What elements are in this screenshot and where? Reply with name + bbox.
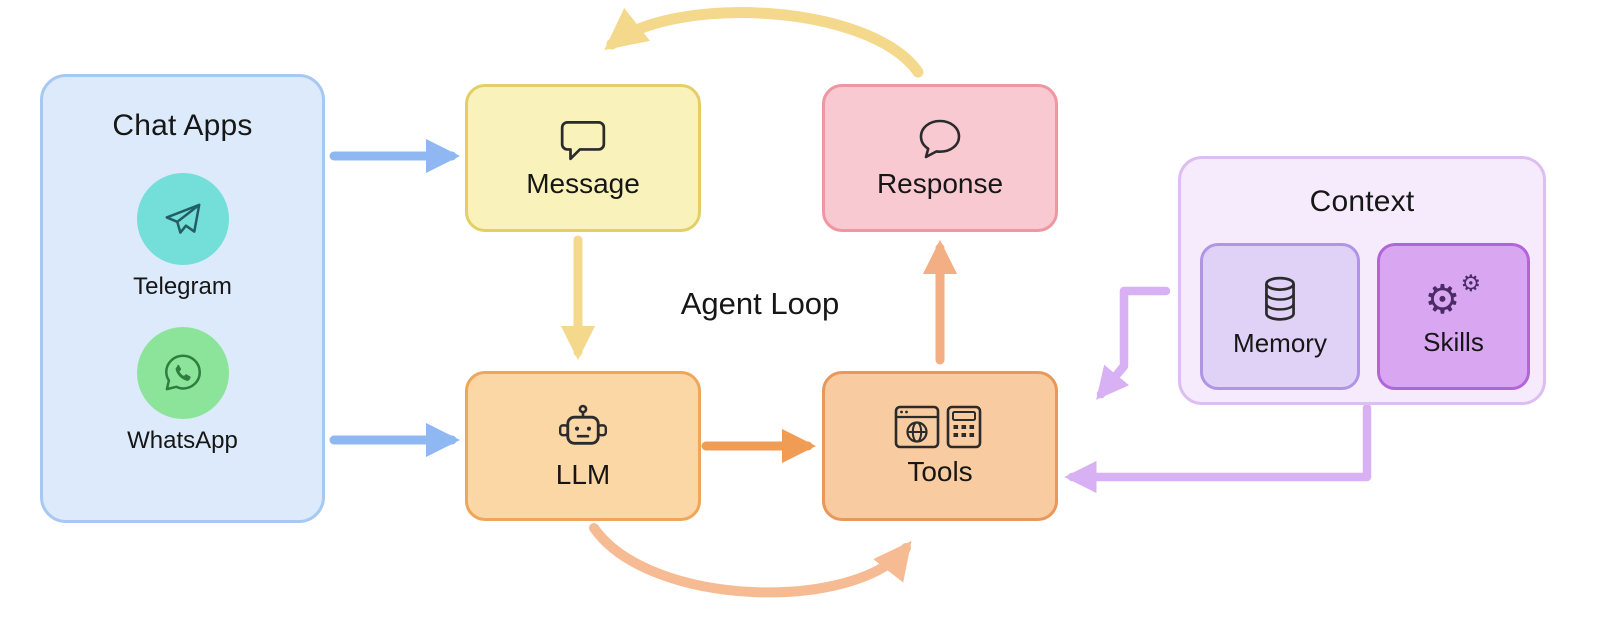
context-panel: Context Memory ⚙ ⚙ Skills (1178, 156, 1546, 405)
memory-node: Memory (1200, 243, 1360, 390)
telegram-label: Telegram (133, 273, 232, 300)
response-label: Response (876, 167, 1004, 199)
arrow-llm-to-tools-curve (589, 523, 912, 598)
message-node: Message (465, 84, 701, 232)
skills-label: Skills (1423, 326, 1484, 357)
chat-apps-panel: Chat Apps Telegram WhatsApp (40, 74, 325, 523)
chat-apps-title: Chat Apps (112, 109, 253, 142)
gear-big-glyph: ⚙ (1424, 277, 1461, 322)
llm-node: LLM (465, 371, 701, 521)
gears-icon: ⚙ ⚙ (1421, 271, 1487, 322)
telegram-icon (136, 173, 229, 265)
browser-calculator-icon (894, 405, 982, 448)
arrow-context-to-tools-top (1096, 286, 1171, 400)
whatsapp-label: WhatsApp (127, 427, 238, 454)
tools-label: Tools (907, 455, 973, 487)
arrow-response-to-message-curve (604, 7, 924, 78)
robot-icon (558, 404, 608, 445)
llm-label: LLM (555, 458, 611, 490)
memory-label: Memory (1233, 327, 1327, 358)
agent-loop-label: Agent Loop (680, 286, 840, 321)
square-speech-bubble-icon (560, 120, 606, 160)
tools-node: Tools (822, 371, 1058, 521)
whatsapp-icon (136, 327, 229, 419)
gear-small-glyph: ⚙ (1460, 269, 1482, 296)
round-speech-bubble-icon (919, 119, 961, 158)
skills-node: ⚙ ⚙ Skills (1377, 243, 1530, 390)
message-label: Message (526, 167, 640, 199)
database-icon (1265, 276, 1295, 321)
arrow-context-to-tools-right (1064, 403, 1372, 494)
context-title: Context (1309, 185, 1415, 218)
response-node: Response (822, 84, 1058, 232)
